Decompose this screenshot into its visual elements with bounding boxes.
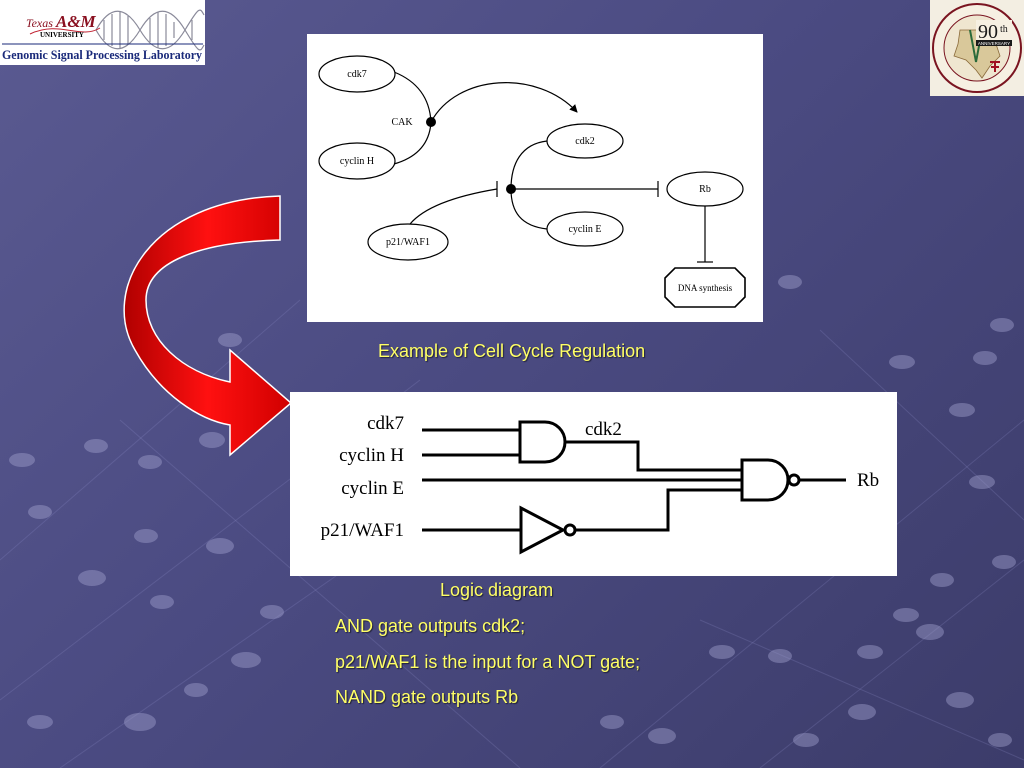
cak-activates-cdk2-arrow (430, 82, 578, 123)
logo-texas-text: Texas (26, 16, 53, 30)
cdk2-to-complex-edge (510, 140, 548, 190)
node-cyclin-h (318, 142, 396, 180)
and-gate-icon (518, 420, 567, 464)
note-nand-gate: NAND gate outputs Rb (335, 687, 519, 707)
label-p21: p21/WAF1 (386, 237, 430, 248)
wire-not-p21 (575, 488, 742, 532)
intermediate-label-cdk2: cdk2 (585, 419, 622, 440)
logo-am-text: A&M (55, 12, 97, 31)
label-dna-synthesis: DNA synthesis (678, 283, 733, 293)
not-gate-icon (519, 505, 567, 555)
pathway-svg: cdk7 cyclin H CAK cdk2 cyclin E Rb p21/W… (318, 55, 746, 308)
tamu-mark-icon (990, 61, 1000, 72)
input-label-cyclin-h: cyclin H (339, 445, 404, 466)
logic-caption: Logic diagram (440, 580, 554, 600)
cdk2-complex-junction-dot (506, 184, 516, 194)
node-p21 (367, 223, 449, 261)
input-label-cyclin-e: cyclin E (341, 478, 404, 499)
node-rb (666, 171, 744, 207)
seal-90-text: 90 (978, 21, 998, 43)
seal-ribbon-text: ANNIVERSARY (978, 41, 1010, 46)
dna-helix-accent (29, 27, 101, 35)
note-not-gate: p21/WAF1 is the input for a NOT gate; (335, 652, 641, 672)
input-label-cdk7: cdk7 (367, 413, 404, 434)
logic-svg: cdk7 cyclin H cyclin E p21/WAF1 cdk2 Rb (321, 413, 879, 555)
note-and-gate: AND gate outputs cdk2; (335, 616, 526, 636)
label-cdk2: cdk2 (575, 136, 594, 147)
nand-gate-bubble (787, 473, 801, 487)
label-cyclin-h: cyclin H (340, 156, 374, 167)
p21-inhibits-complex-edge (409, 188, 498, 225)
dna-helix-icon (95, 9, 205, 51)
node-cdk2 (546, 123, 624, 159)
logo-lab-name-text: Genomic Signal Processing Laboratory (2, 47, 202, 62)
label-cyclin-e: cyclin E (568, 224, 601, 235)
input-label-p21: p21/WAF1 (321, 520, 404, 541)
pathway-caption: Example of Cell Cycle Regulation (378, 341, 646, 361)
not-gate-bubble (563, 523, 577, 537)
seal-ribbon (976, 40, 1012, 46)
gsp-lab-logo-graphic: Texas A&M UNIVERSITY Genomic Signal Proc… (2, 9, 205, 62)
anniversary-seal-graphic: 90 th ANNIVERSARY (932, 3, 1022, 93)
node-dna-synthesis (664, 267, 746, 308)
output-label-rb: Rb (857, 470, 879, 491)
label-cdk7: cdk7 (347, 69, 366, 80)
node-cdk7 (318, 55, 396, 93)
anniversary-seal-logo: 90 th ANNIVERSARY (930, 0, 1024, 96)
label-cak: CAK (391, 117, 413, 128)
logo-university-text: UNIVERSITY (40, 31, 84, 39)
cell-cycle-pathway-diagram: cdk7 cyclin H CAK cdk2 cyclin E Rb p21/W… (307, 34, 763, 322)
cycline-to-complex-edge (510, 188, 548, 230)
label-rb: Rb (699, 184, 711, 195)
badge-background (976, 20, 1012, 42)
nand-gate-icon (740, 458, 790, 502)
seal-th-text: th (1000, 24, 1008, 35)
gsp-lab-logo: Texas A&M UNIVERSITY Genomic Signal Proc… (0, 0, 205, 65)
wire-cdk2 (565, 440, 742, 472)
node-cyclin-e (546, 211, 624, 247)
cdk7-to-cak-edge (393, 71, 432, 123)
cyclinh-to-cak-edge (393, 121, 432, 165)
cak-junction-dot (426, 117, 436, 127)
logic-gate-diagram: cdk7 cyclin H cyclin E p21/WAF1 cdk2 Rb (290, 392, 897, 576)
